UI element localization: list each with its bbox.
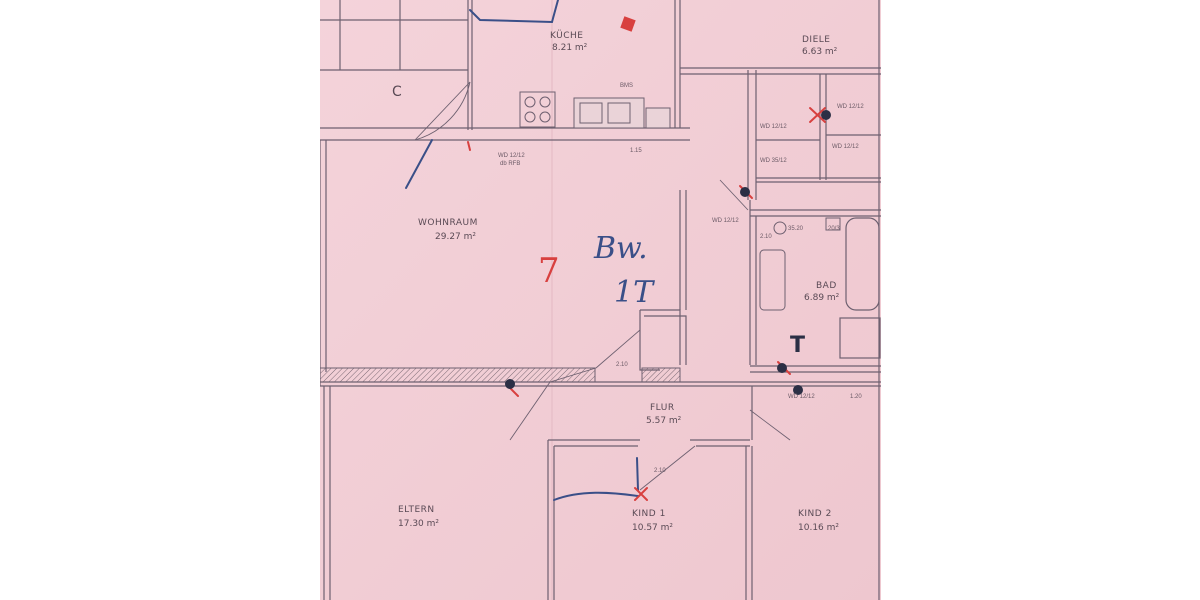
handwriting: 7 Bw. 1T T: [538, 231, 805, 358]
room-name-eltern: ELTERN: [398, 505, 435, 515]
room-labels: KÜCHE 8.21 m² DIELE 6.63 m² WOHNRAUM 29.…: [398, 30, 840, 533]
room-name-kueche: KÜCHE: [550, 30, 584, 41]
dim-text-1: 2.10: [616, 362, 628, 368]
room-name-kind1: KIND 1: [632, 509, 666, 519]
dim-text-4: 1.20: [850, 394, 862, 400]
handwritten-red-number: 7: [538, 251, 560, 291]
wd-label-5: WD 12/12: [832, 144, 859, 150]
room-name-bad: BAD: [816, 281, 837, 291]
handwritten-blue-line2: 1T: [614, 275, 655, 310]
wd-label-3: WD 12/12: [760, 124, 787, 130]
room-area-flur: 5.57 m²: [646, 416, 682, 426]
bms-label: BMS: [620, 83, 633, 89]
technical-annotations: C WD 12/12 db RFB WD 12/12 WD 12/12 WD 3…: [392, 83, 864, 474]
dim-text-5: 35.20: [788, 226, 804, 232]
annotation-letter-c: C: [392, 84, 402, 100]
room-name-diele: DIELE: [802, 35, 830, 45]
room-area-kind2: 10.16 m²: [798, 523, 839, 533]
handwritten-black-mark: T: [790, 333, 805, 358]
room-area-kueche: 8.21 m²: [552, 43, 588, 53]
room-area-bad: 6.89 m²: [804, 293, 840, 303]
dim-text-3: 2.10: [760, 234, 772, 240]
black-marks: [505, 110, 831, 395]
kitchen-fixtures: [519, 91, 671, 129]
floor-plan-svg: KÜCHE 8.21 m² DIELE 6.63 m² WOHNRAUM 29.…: [320, 0, 881, 600]
floor-plan-scan: KÜCHE 8.21 m² DIELE 6.63 m² WOHNRAUM 29.…: [320, 0, 881, 600]
blue-pen-marks: [405, 0, 639, 501]
bath-fixtures: [759, 217, 841, 311]
wd-label-2: WD 12/12: [712, 218, 739, 224]
hatched-wall-left: [320, 367, 596, 383]
wd-label-6: WD 12/12: [837, 104, 864, 110]
room-area-kind1: 10.57 m²: [632, 523, 673, 533]
hatched-wall-mid: [641, 367, 681, 383]
dim-text-2: 2.10: [654, 468, 666, 474]
room-area-wohnraum: 29.27 m²: [435, 232, 476, 242]
door-swings: [414, 81, 791, 491]
room-name-flur: FLUR: [650, 403, 675, 413]
room-name-wohnraum: WOHNRAUM: [418, 218, 478, 228]
wd-label-1: db RFB: [500, 161, 520, 167]
wd-label-7: WD 12/12: [788, 394, 815, 400]
dim-text-0: 1.15: [630, 148, 642, 154]
room-area-diele: 6.63 m²: [802, 47, 838, 57]
wd-label-4: WD 35/12: [760, 158, 787, 164]
red-filled-mark: [620, 16, 636, 32]
walls: [320, 0, 881, 600]
room-name-kind2: KIND 2: [798, 509, 832, 519]
dim-text-6: 20/3: [828, 226, 840, 232]
room-area-eltern: 17.30 m²: [398, 519, 439, 529]
handwritten-blue-line1: Bw.: [593, 231, 648, 266]
wd-label-0: WD 12/12: [498, 153, 525, 159]
